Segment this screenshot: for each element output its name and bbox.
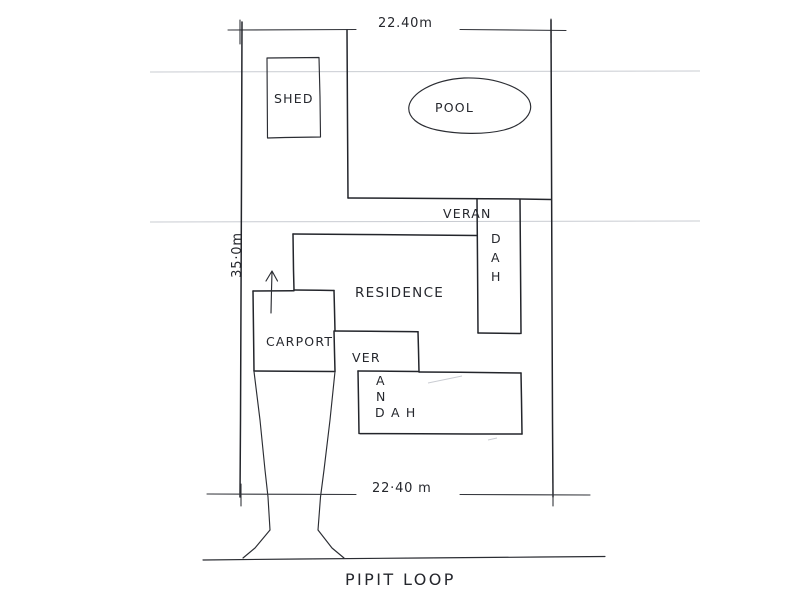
verandah-upper-stack-d: D: [491, 231, 502, 246]
carport: CARPORT: [252, 290, 336, 373]
right-boundary: [550, 19, 554, 498]
shed-label: SHED: [274, 91, 314, 106]
verandah-lower-label: VER: [352, 350, 381, 365]
verandah-upper: VERAN D A H: [443, 198, 522, 335]
scan-artifact-lines: [149, 70, 701, 223]
verandah-lower-stack-a: A: [376, 373, 386, 388]
residence-label: RESIDENCE: [355, 285, 444, 301]
street: PIPIT LOOP: [202, 555, 606, 589]
pool-label: POOL: [435, 100, 474, 115]
driveway-arrow-icon: [265, 270, 279, 314]
shed: SHED: [266, 56, 322, 139]
pool-enclosure: [346, 29, 552, 201]
residence: RESIDENCE: [292, 233, 523, 435]
street-label: PIPIT LOOP: [345, 570, 456, 589]
verandah-upper-stack-h: H: [491, 269, 502, 284]
top-dimension: 22.40m: [227, 16, 567, 45]
carport-label: CARPORT: [266, 334, 333, 349]
verandah-lower-stack-n: N: [376, 389, 387, 404]
verandah-lower: VER A N D A H: [352, 350, 419, 435]
bottom-dimension-label: 22·40 m: [372, 481, 432, 496]
left-depth-label: 35·0m: [230, 232, 245, 278]
verandah-lower-tail-label: D A H: [375, 405, 417, 420]
verandah-upper-label: VERAN: [443, 206, 492, 221]
pool: POOL: [408, 77, 532, 134]
pencil-smudges: [427, 375, 498, 441]
left-depth-dimension: 35·0m: [230, 232, 245, 278]
verandah-upper-stack-a: A: [491, 250, 501, 265]
top-dimension-label: 22.40m: [378, 16, 433, 31]
driveway: [242, 370, 345, 559]
bottom-dimension: 22·40 m: [206, 481, 591, 507]
left-boundary: [239, 21, 243, 498]
